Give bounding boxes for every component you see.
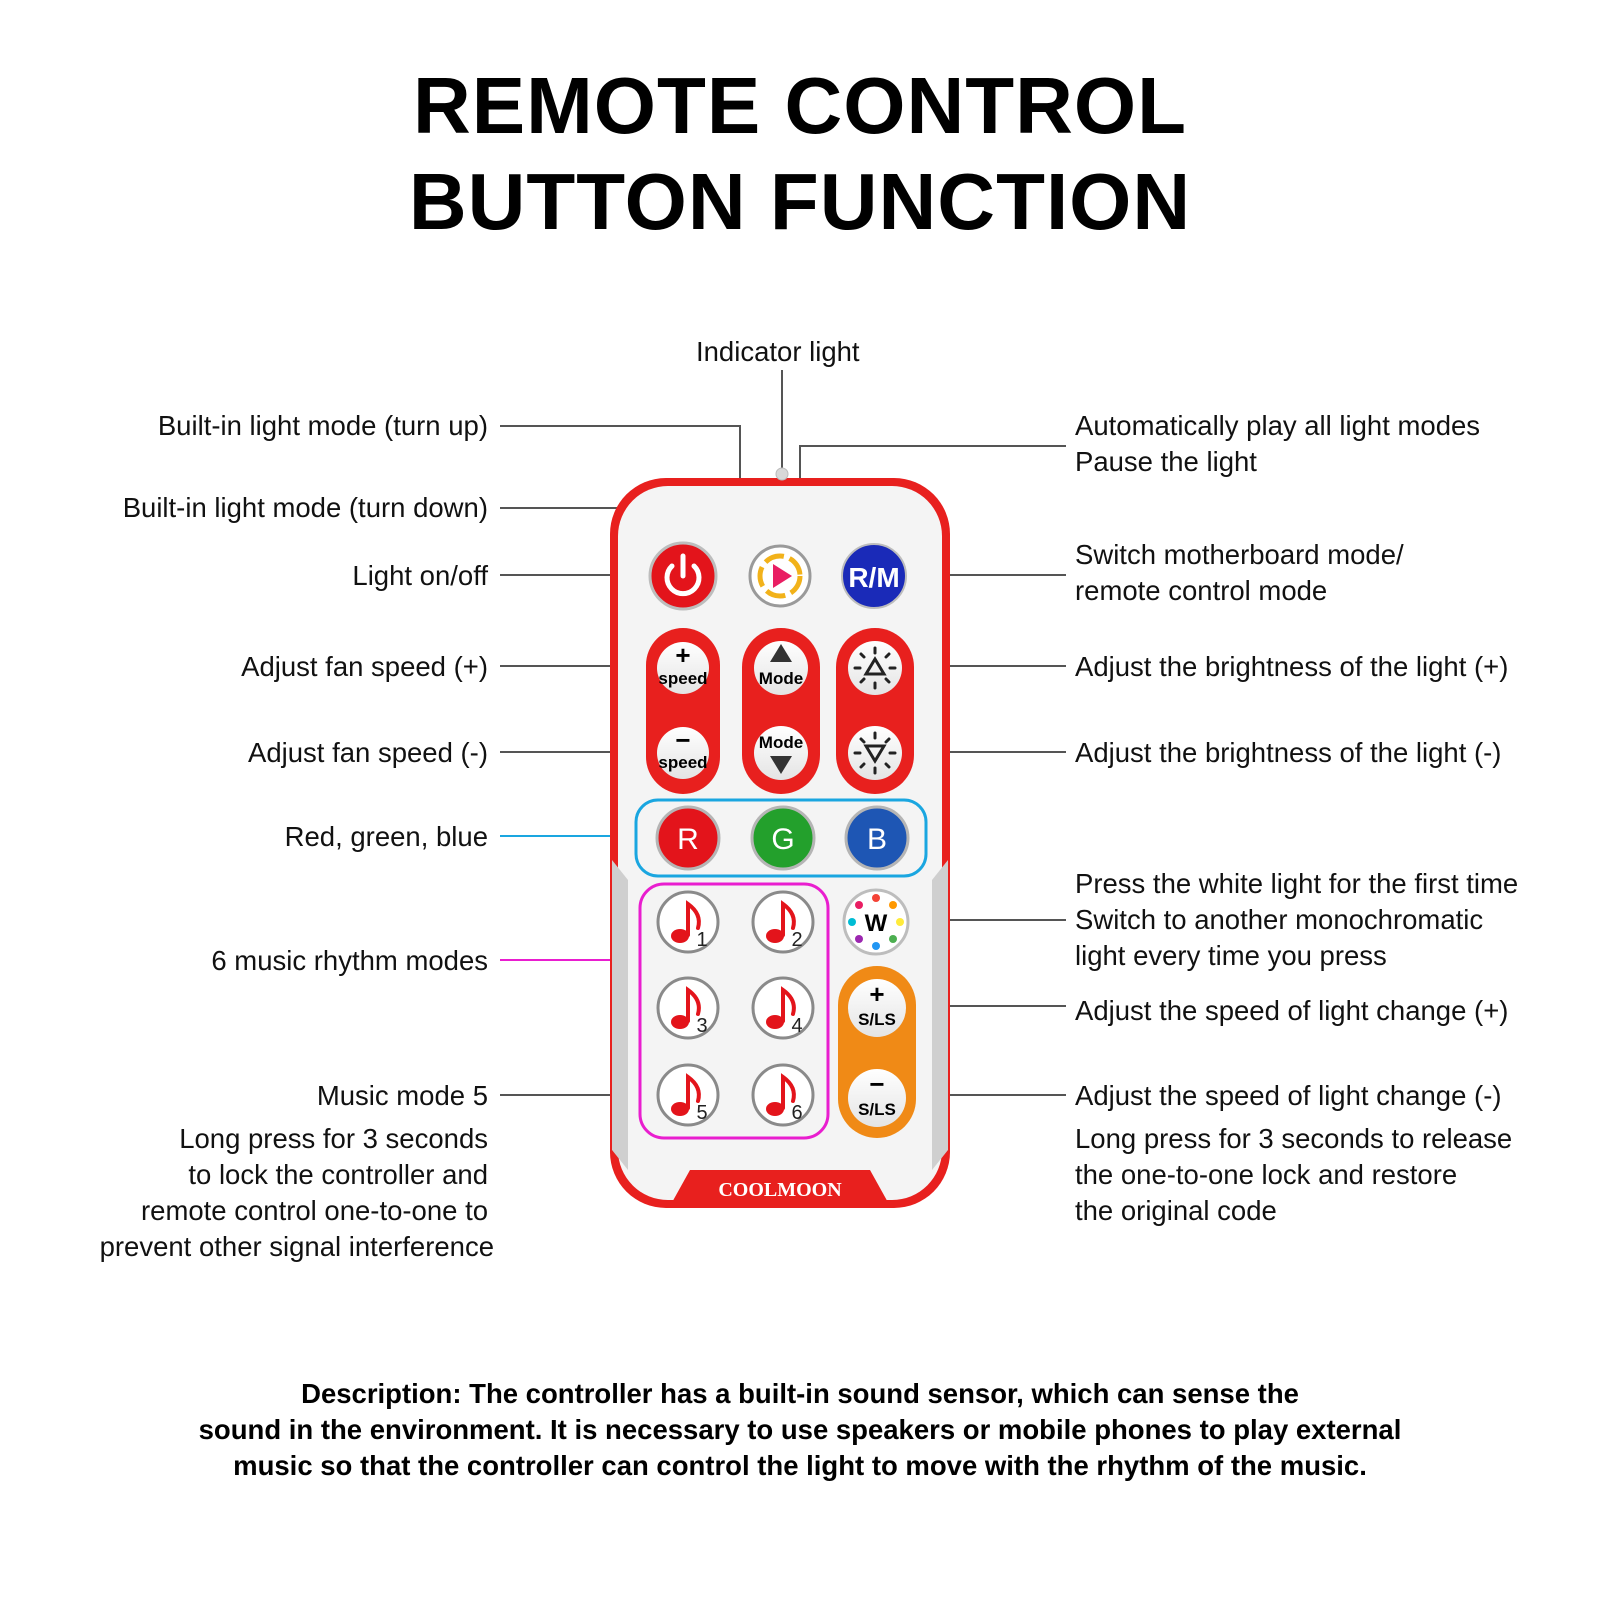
- page-title: REMOTE CONTROL BUTTON FUNCTION: [0, 58, 1600, 250]
- triangle-up-icon: [770, 644, 792, 662]
- sls-plus-sign: +: [869, 979, 884, 1009]
- auto-play-button[interactable]: [748, 544, 812, 608]
- rainbow-ring-icon: [757, 553, 803, 599]
- blue-button[interactable]: B: [844, 805, 910, 871]
- title-line-2: BUTTON FUNCTION: [408, 157, 1192, 246]
- music-frame: [638, 882, 830, 1140]
- description-line-1: Description: The controller has a built-…: [301, 1378, 1299, 1409]
- label-rm-line1: Switch motherboard mode/: [1075, 539, 1404, 570]
- speed-plus-label: speed: [658, 669, 707, 688]
- label-bright-minus: Adjust the brightness of the light (-): [1075, 737, 1502, 768]
- label-rm-line2: remote control mode: [1075, 575, 1328, 606]
- sls-minus-label: S/LS: [858, 1100, 896, 1119]
- label-turn-up: Built-in light mode (turn up): [157, 410, 488, 441]
- speed-minus-sign: −: [675, 725, 690, 755]
- music-mode-3-button[interactable]: 3: [656, 976, 720, 1040]
- description: Description: The controller has a built-…: [0, 1376, 1600, 1484]
- speed-plus-button[interactable]: + speed: [657, 640, 709, 694]
- brand-text: COOLMOON: [718, 1179, 842, 1201]
- music-note-icon: [766, 986, 796, 1029]
- rm-label: R/M: [848, 562, 899, 593]
- label-turn-down: Built-in light mode (turn down): [122, 492, 488, 523]
- speed-minus-button[interactable]: − speed: [657, 725, 709, 779]
- label-sls-line2: the one-to-one lock and restore: [1075, 1159, 1458, 1190]
- music-mode-number: 5: [696, 1102, 707, 1124]
- label-white-line3: light every time you press: [1075, 940, 1387, 971]
- power-icon: [664, 563, 702, 597]
- music-mode-4-button[interactable]: 4: [751, 976, 815, 1040]
- music-mode-number: 4: [791, 1015, 802, 1037]
- label-music5-line4: prevent other signal interference: [99, 1231, 494, 1262]
- label-music-modes: 6 music rhythm modes: [211, 945, 488, 976]
- sun-up-icon: [853, 646, 897, 690]
- red-label: R: [677, 823, 699, 856]
- music-buttons: 1 2 3 4 5 6: [656, 890, 815, 1127]
- rgb-frame: [634, 798, 928, 878]
- left-grip: [612, 860, 628, 1170]
- label-sls-plus: Adjust the speed of light change (+): [1075, 995, 1509, 1026]
- green-button[interactable]: G: [750, 805, 816, 871]
- label-white-line1: Press the white light for the first time: [1075, 868, 1519, 899]
- label-music5-line3: remote control one-to-one to: [141, 1195, 488, 1226]
- label-sls-minus: Adjust the speed of light change (-): [1075, 1080, 1502, 1111]
- label-fan-minus: Adjust fan speed (-): [248, 737, 488, 768]
- triangle-down-icon: [770, 756, 792, 774]
- power-button[interactable]: [648, 541, 718, 611]
- mode-up-label: Mode: [759, 669, 803, 688]
- music-note-icon: [766, 1073, 796, 1116]
- music-note-icon: [766, 900, 796, 943]
- mode-down-label: Mode: [759, 733, 803, 752]
- right-grip: [932, 860, 948, 1170]
- music-note-icon: [671, 900, 701, 943]
- sls-minus-sign: −: [869, 1069, 884, 1099]
- sls-plus-label: S/LS: [858, 1010, 896, 1029]
- music-note-icon: [671, 1073, 701, 1116]
- w-label: W: [865, 910, 888, 937]
- brand-bar: [670, 1170, 890, 1206]
- description-line-3: music so that the controller can control…: [233, 1450, 1367, 1481]
- green-label: G: [771, 823, 794, 856]
- label-music5-line1: Long press for 3 seconds: [179, 1123, 488, 1154]
- music-note-icon: [671, 986, 701, 1029]
- title-line-1: REMOTE CONTROL: [413, 61, 1187, 150]
- sls-plus-button[interactable]: + S/LS: [848, 979, 906, 1037]
- label-white-line2: Switch to another monochromatic: [1075, 904, 1484, 935]
- play-icon: [773, 564, 792, 588]
- music-mode-number: 2: [791, 929, 802, 951]
- rm-button[interactable]: R/M: [841, 543, 907, 609]
- white-light-button[interactable]: W: [842, 888, 910, 956]
- music-mode-1-button[interactable]: 1: [656, 890, 720, 954]
- sun-down-icon: [853, 731, 897, 775]
- music-mode-number: 6: [791, 1102, 802, 1124]
- speed-plus-sign: +: [675, 640, 690, 670]
- mode-down-button[interactable]: Mode: [754, 726, 808, 780]
- label-music5-line2: to lock the controller and: [188, 1159, 488, 1190]
- label-indicator: Indicator light: [696, 336, 860, 367]
- indicator-light: [775, 467, 789, 481]
- music-mode-5-button[interactable]: 5: [656, 1063, 720, 1127]
- label-auto-line2: Pause the light: [1075, 446, 1257, 477]
- label-sls-line1: Long press for 3 seconds to release: [1075, 1123, 1513, 1154]
- label-music5-title: Music mode 5: [316, 1080, 488, 1111]
- label-sls-line3: the original code: [1075, 1195, 1277, 1226]
- music-mode-number: 3: [696, 1015, 707, 1037]
- label-bright-plus: Adjust the brightness of the light (+): [1075, 651, 1509, 682]
- music-mode-number: 1: [696, 929, 707, 951]
- label-light-onoff: Light on/off: [352, 560, 488, 591]
- label-auto-line1: Automatically play all light modes: [1075, 410, 1481, 441]
- brightness-plus-button[interactable]: [848, 641, 902, 695]
- speed-minus-label: speed: [658, 753, 707, 772]
- red-button[interactable]: R: [655, 805, 721, 871]
- brightness-minus-button[interactable]: [848, 726, 902, 780]
- sls-minus-button[interactable]: − S/LS: [848, 1069, 906, 1127]
- music-mode-2-button[interactable]: 2: [751, 890, 815, 954]
- description-line-2: sound in the environment. It is necessar…: [198, 1414, 1402, 1445]
- color-dots-icon: [848, 894, 904, 950]
- label-rgb: Red, green, blue: [284, 821, 488, 852]
- music-mode-6-button[interactable]: 6: [751, 1063, 815, 1127]
- blue-label: B: [867, 823, 887, 856]
- label-fan-plus: Adjust fan speed (+): [241, 651, 488, 682]
- mode-up-button[interactable]: Mode: [754, 641, 808, 695]
